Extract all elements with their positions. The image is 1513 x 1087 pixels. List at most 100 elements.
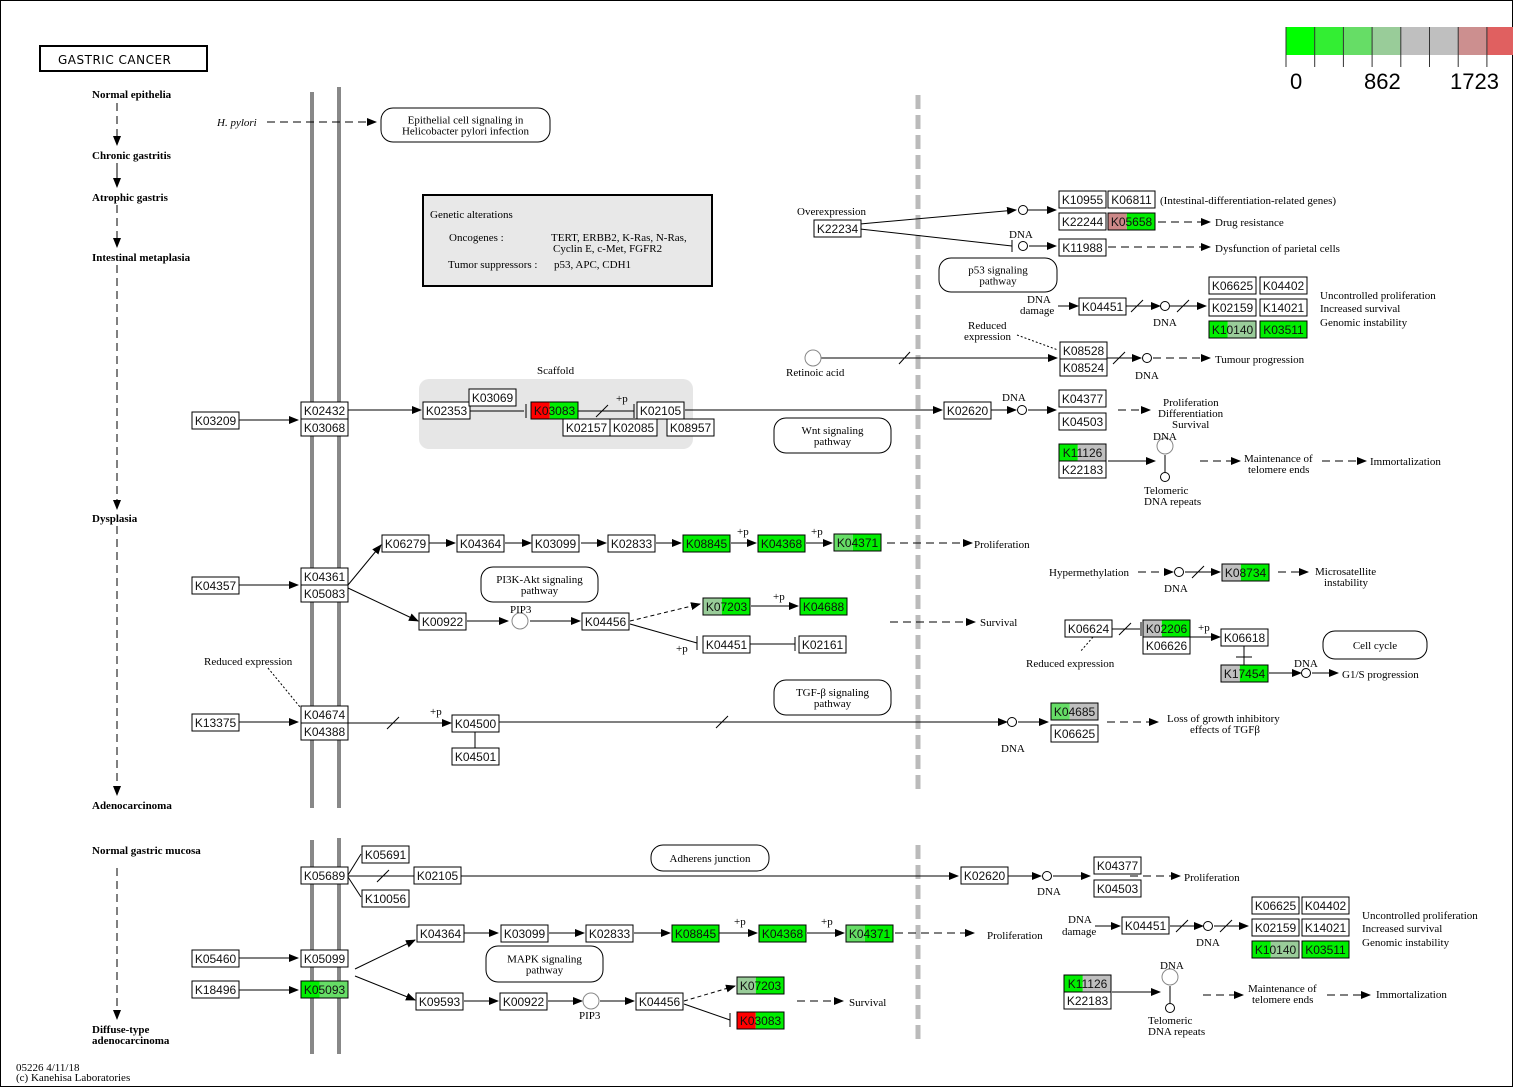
gene-node[interactable]: K02206	[1142, 619, 1191, 638]
gene-node[interactable]: K09593	[415, 992, 464, 1011]
gene-node[interactable]: K08845	[682, 534, 731, 553]
gene-node[interactable]: K06625	[1208, 276, 1257, 295]
gene-node[interactable]: K04364	[416, 924, 465, 943]
gene-node[interactable]: K04688	[799, 597, 848, 616]
gene-node[interactable]: K10056	[361, 889, 410, 908]
gene-node[interactable]: K03511	[1259, 320, 1308, 339]
pathway-link-hpylori[interactable]: Epithelial cell signaling inHelicobacter…	[380, 107, 551, 143]
gene-node[interactable]: K04503	[1093, 879, 1142, 898]
gene-node[interactable]: K06626	[1142, 636, 1191, 655]
pathway-link-cellcycle[interactable]: Cell cycle	[1322, 630, 1428, 660]
gene-node[interactable]: K06618	[1220, 628, 1269, 647]
gene-node[interactable]: K14021	[1259, 298, 1308, 317]
gene-node[interactable]: K10140	[1251, 940, 1300, 959]
gene-node[interactable]: K05658	[1107, 212, 1156, 231]
gene-node[interactable]: K13375	[191, 713, 240, 732]
gene-node[interactable]: K22234	[813, 219, 862, 238]
pathway-link-adherens[interactable]: Adherens junction	[650, 844, 770, 872]
gene-node[interactable]: K22244	[1058, 212, 1107, 231]
gene-node[interactable]: K04456	[635, 992, 684, 1011]
gene-node[interactable]: K02620	[943, 401, 992, 420]
gene-node[interactable]: K04500	[451, 714, 500, 733]
gene-node[interactable]: K04361	[300, 567, 349, 586]
gene-node[interactable]: K04501	[451, 747, 500, 766]
gene-node[interactable]: K04402	[1259, 276, 1308, 295]
gene-node[interactable]: K06625	[1050, 724, 1099, 743]
gene-node[interactable]: K05460	[191, 949, 240, 968]
gene-node[interactable]: K00922	[499, 992, 548, 1011]
gene-node[interactable]: K03069	[468, 388, 517, 407]
gene-node[interactable]: K06279	[381, 534, 430, 553]
gene-node[interactable]: K04456	[581, 612, 630, 631]
gene-node[interactable]: K02161	[798, 635, 847, 654]
gene-node[interactable]: K08528	[1059, 341, 1108, 360]
gene-node[interactable]: K02620	[960, 866, 1009, 885]
gene-node[interactable]: K11988	[1058, 238, 1107, 257]
gene-node[interactable]: K02353	[422, 401, 471, 420]
gene-node[interactable]: K03511	[1301, 940, 1350, 959]
gene-node[interactable]: K02105	[413, 866, 462, 885]
gene-node[interactable]: K10955	[1058, 190, 1107, 209]
gene-node[interactable]: K02105	[636, 401, 685, 420]
gene-node[interactable]: K04364	[456, 534, 505, 553]
gene-node[interactable]: K08957	[666, 418, 715, 437]
gene-node[interactable]: K04368	[758, 924, 807, 943]
gene-node[interactable]: K02157	[562, 418, 611, 437]
gene-node[interactable]: K02833	[607, 534, 656, 553]
gene-node[interactable]: K06624	[1064, 619, 1113, 638]
gene-node[interactable]: K18496	[191, 980, 240, 999]
gene-node[interactable]: K04388	[300, 722, 349, 741]
gene-node[interactable]: K04685	[1050, 702, 1099, 721]
gene-node[interactable]: K03068	[300, 418, 349, 437]
gene-node-label: K02833	[611, 537, 653, 551]
gene-node[interactable]: K05083	[300, 584, 349, 603]
gene-node[interactable]: K04377	[1093, 856, 1142, 875]
gene-node[interactable]: K04371	[845, 924, 894, 943]
gene-node[interactable]: K11126	[1063, 974, 1112, 993]
gene-node[interactable]: K08734	[1221, 563, 1270, 582]
gene-node[interactable]: K07203	[702, 597, 751, 616]
gene-node[interactable]: K22183	[1058, 460, 1107, 479]
gene-node[interactable]: K06811	[1107, 190, 1156, 209]
gene-node[interactable]: K22183	[1063, 991, 1112, 1010]
gene-node[interactable]: K08845	[671, 924, 720, 943]
gene-node[interactable]: K04451	[1121, 916, 1170, 935]
gene-node[interactable]: K10140	[1208, 320, 1257, 339]
gene-node[interactable]: K04357	[191, 576, 240, 595]
gene-node[interactable]: K03099	[500, 924, 549, 943]
gene-node[interactable]: K07203	[736, 976, 785, 995]
gene-node[interactable]: K02833	[585, 924, 634, 943]
gene-node[interactable]: K00922	[418, 612, 467, 631]
gene-node[interactable]: K02159	[1208, 298, 1257, 317]
gene-node[interactable]: K05691	[361, 845, 410, 864]
gene-node[interactable]: K05093	[300, 980, 349, 999]
gene-node[interactable]: K03083	[736, 1011, 785, 1030]
gene-node[interactable]: K02159	[1251, 918, 1300, 937]
gene-node[interactable]: K04451	[1078, 297, 1127, 316]
gene-node[interactable]: K06625	[1251, 896, 1300, 915]
gene-node[interactable]: K03209	[191, 411, 240, 430]
gene-node[interactable]: K02085	[609, 418, 658, 437]
gene-node[interactable]: K05689	[300, 866, 349, 885]
gene-node[interactable]: K03083	[530, 401, 579, 420]
gene-node[interactable]: K17454	[1220, 664, 1269, 683]
gene-node[interactable]: K05099	[300, 949, 349, 968]
gene-node[interactable]: K08524	[1059, 358, 1108, 377]
gene-node[interactable]: K04371	[833, 533, 882, 552]
gene-node[interactable]: K03099	[531, 534, 580, 553]
gene-node[interactable]: K02432	[300, 401, 349, 420]
stage-normal-gastric-mucosa: Normal gastric mucosa	[92, 845, 201, 857]
gene-node[interactable]: K04402	[1301, 896, 1350, 915]
gene-node[interactable]: K14021	[1301, 918, 1350, 937]
gene-node[interactable]: K04377	[1058, 389, 1107, 408]
gene-node[interactable]: K11126	[1058, 443, 1107, 462]
gene-node[interactable]: K04674	[300, 705, 349, 724]
gene-node[interactable]: K04503	[1058, 412, 1107, 431]
gene-node[interactable]: K04368	[757, 534, 806, 553]
gene-node[interactable]: K04451	[702, 635, 751, 654]
